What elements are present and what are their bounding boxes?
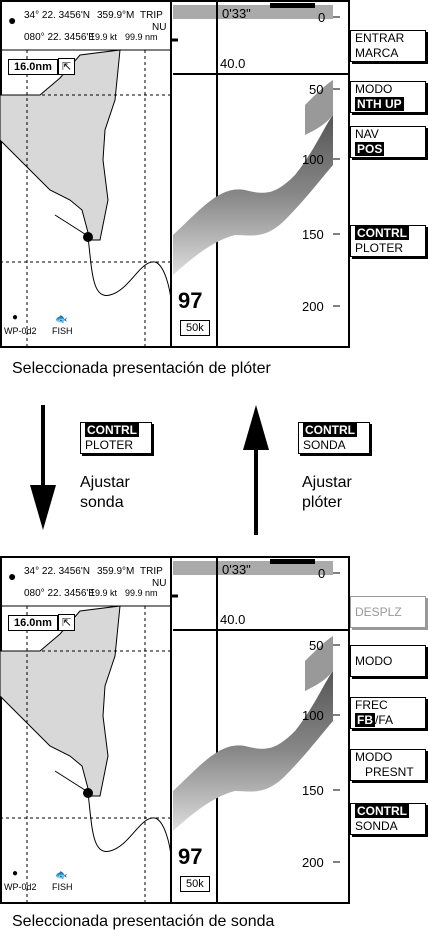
lat-text: 34° 22. 3456'N (24, 566, 90, 577)
plotter-screen-bottom: ● 34° 22. 3456'N 359.9°M TRIP NU 080° 22… (0, 556, 350, 906)
trip-label: TRIP (140, 10, 163, 21)
note-line: sonda (80, 494, 124, 511)
fish-label: FISH (52, 326, 73, 336)
adjust-plotter-note: Ajustar plóter (302, 473, 352, 513)
control-plotter-key-image: CONTRL PLOTER (80, 422, 152, 454)
arrow-up-icon (243, 405, 269, 450)
shift-softkey[interactable]: DESPLZ (350, 596, 426, 628)
screen-graphics (0, 556, 350, 904)
adjust-sounder-note: Ajustar sonda (80, 473, 130, 513)
control-sounder-key-image: CONTRL SONDA (298, 422, 370, 454)
key-line: SONDA (303, 438, 346, 452)
scale-100: 100 (302, 152, 324, 167)
speed-text: 19.9 kt (90, 588, 118, 598)
control-sounder-softkey[interactable]: CONTRL SONDA (350, 803, 426, 835)
zoom-icon[interactable]: ⇱ (58, 58, 76, 75)
softkey-line: MODO (355, 82, 393, 96)
mode-softkey[interactable]: MODO NTH UP (350, 81, 426, 113)
plotter-screen-top: ● 34° 22. 3456'N 359.9°M TRIP NU 080° 22… (0, 0, 350, 350)
screen-graphics (0, 0, 350, 348)
scale-zero: 0 (318, 10, 326, 25)
softkey-line: NAV (355, 127, 379, 141)
scale-50: 50 (309, 82, 324, 97)
note-line: Ajustar (80, 474, 130, 491)
softkey-line: MODO (355, 750, 393, 764)
note-line: Ajustar (302, 474, 352, 491)
waypoint-icon: ● (12, 312, 19, 323)
softkey-highlight: NTH UP (355, 97, 404, 111)
scale-150: 150 (302, 227, 324, 242)
key-line: PLOTER (85, 438, 134, 452)
nav-softkey[interactable]: NAV POS (350, 126, 426, 158)
distance-text: 99.9 nm (125, 32, 158, 42)
key-highlight: CONTRL (85, 423, 139, 437)
softkey-line: PLOTER (355, 241, 404, 255)
softkey-line: ENTRAR (355, 31, 405, 45)
display-mode-softkey[interactable]: MODO PRESNT (350, 749, 426, 781)
enter-mark-softkey[interactable]: ENTRAR MARCA (350, 30, 426, 62)
trip-label: TRIP (140, 566, 163, 577)
fish-label: FISH (52, 882, 73, 892)
note-line: plóter (302, 494, 343, 511)
mode-softkey[interactable]: MODO (350, 645, 426, 677)
time-text: 0'33" (222, 562, 251, 577)
time-text: 0'33" (222, 6, 251, 21)
marker-depth: 40.0 (220, 56, 246, 71)
arrow-down-icon (30, 485, 56, 530)
nu-label: NU (152, 22, 167, 33)
position-dot-icon: ● (8, 12, 17, 28)
fish-icon: 🐟 (55, 314, 68, 325)
softkey-line: DESPLZ (355, 605, 402, 619)
speed-text: 19.9 kt (90, 32, 118, 42)
scale-100: 100 (302, 708, 324, 723)
depth-readout: 97 (178, 844, 203, 869)
control-plotter-softkey[interactable]: CONTRL PLOTER (350, 225, 426, 257)
frequency-softkey[interactable]: FREC FB/FA (350, 697, 426, 729)
scale-zero: 0 (318, 566, 326, 581)
freq-range-box: 50k (180, 320, 210, 336)
scale-200: 200 (302, 299, 324, 314)
heading-text: 359.9°M (97, 10, 135, 21)
seabed-echo (173, 115, 333, 275)
caption-top: Seleccionada presentación de plóter (12, 360, 271, 377)
softkey-highlight: POS (355, 142, 385, 156)
waypoint-icon: ● (12, 868, 19, 879)
waypoint-label: WP-0d2 (4, 326, 37, 336)
key-highlight: CONTRL (303, 423, 357, 437)
softkey-highlight: FB (355, 713, 375, 727)
depth-readout: 97 (178, 288, 203, 313)
seabed-echo (173, 671, 333, 831)
lat-text: 34° 22. 3456'N (24, 10, 90, 21)
lon-text: 080° 22. 3456'E (24, 588, 95, 599)
freq-range-box: 50k (180, 876, 210, 892)
softkey-line: PRESNT (365, 765, 414, 779)
softkey-line: SONDA (355, 819, 398, 833)
caption-bottom: Seleccionada presentación de sonda (12, 913, 275, 930)
nu-label: NU (152, 578, 167, 589)
scale-200: 200 (302, 855, 324, 870)
scale-150: 150 (302, 783, 324, 798)
softkey-highlight: CONTRL (355, 804, 409, 818)
softkey-line: MARCA (355, 46, 399, 60)
range-box[interactable]: 16.0nm (8, 615, 58, 631)
marker-depth: 40.0 (220, 612, 246, 627)
lon-text: 080° 22. 3456'E (24, 32, 95, 43)
range-box[interactable]: 16.0nm (8, 59, 58, 75)
zoom-icon[interactable]: ⇱ (58, 614, 76, 631)
heading-text: 359.9°M (97, 566, 135, 577)
distance-text: 99.9 nm (125, 588, 158, 598)
softkey-highlight: CONTRL (355, 226, 409, 240)
softkey-line: FREC (355, 698, 388, 712)
position-dot-icon: ● (8, 568, 17, 584)
transition-arrows (30, 405, 269, 535)
scale-50: 50 (309, 638, 324, 653)
softkey-line-suffix: /FA (375, 713, 394, 727)
waypoint-label: WP-0d2 (4, 882, 37, 892)
softkey-line: MODO (355, 654, 393, 668)
fish-icon: 🐟 (55, 870, 68, 881)
